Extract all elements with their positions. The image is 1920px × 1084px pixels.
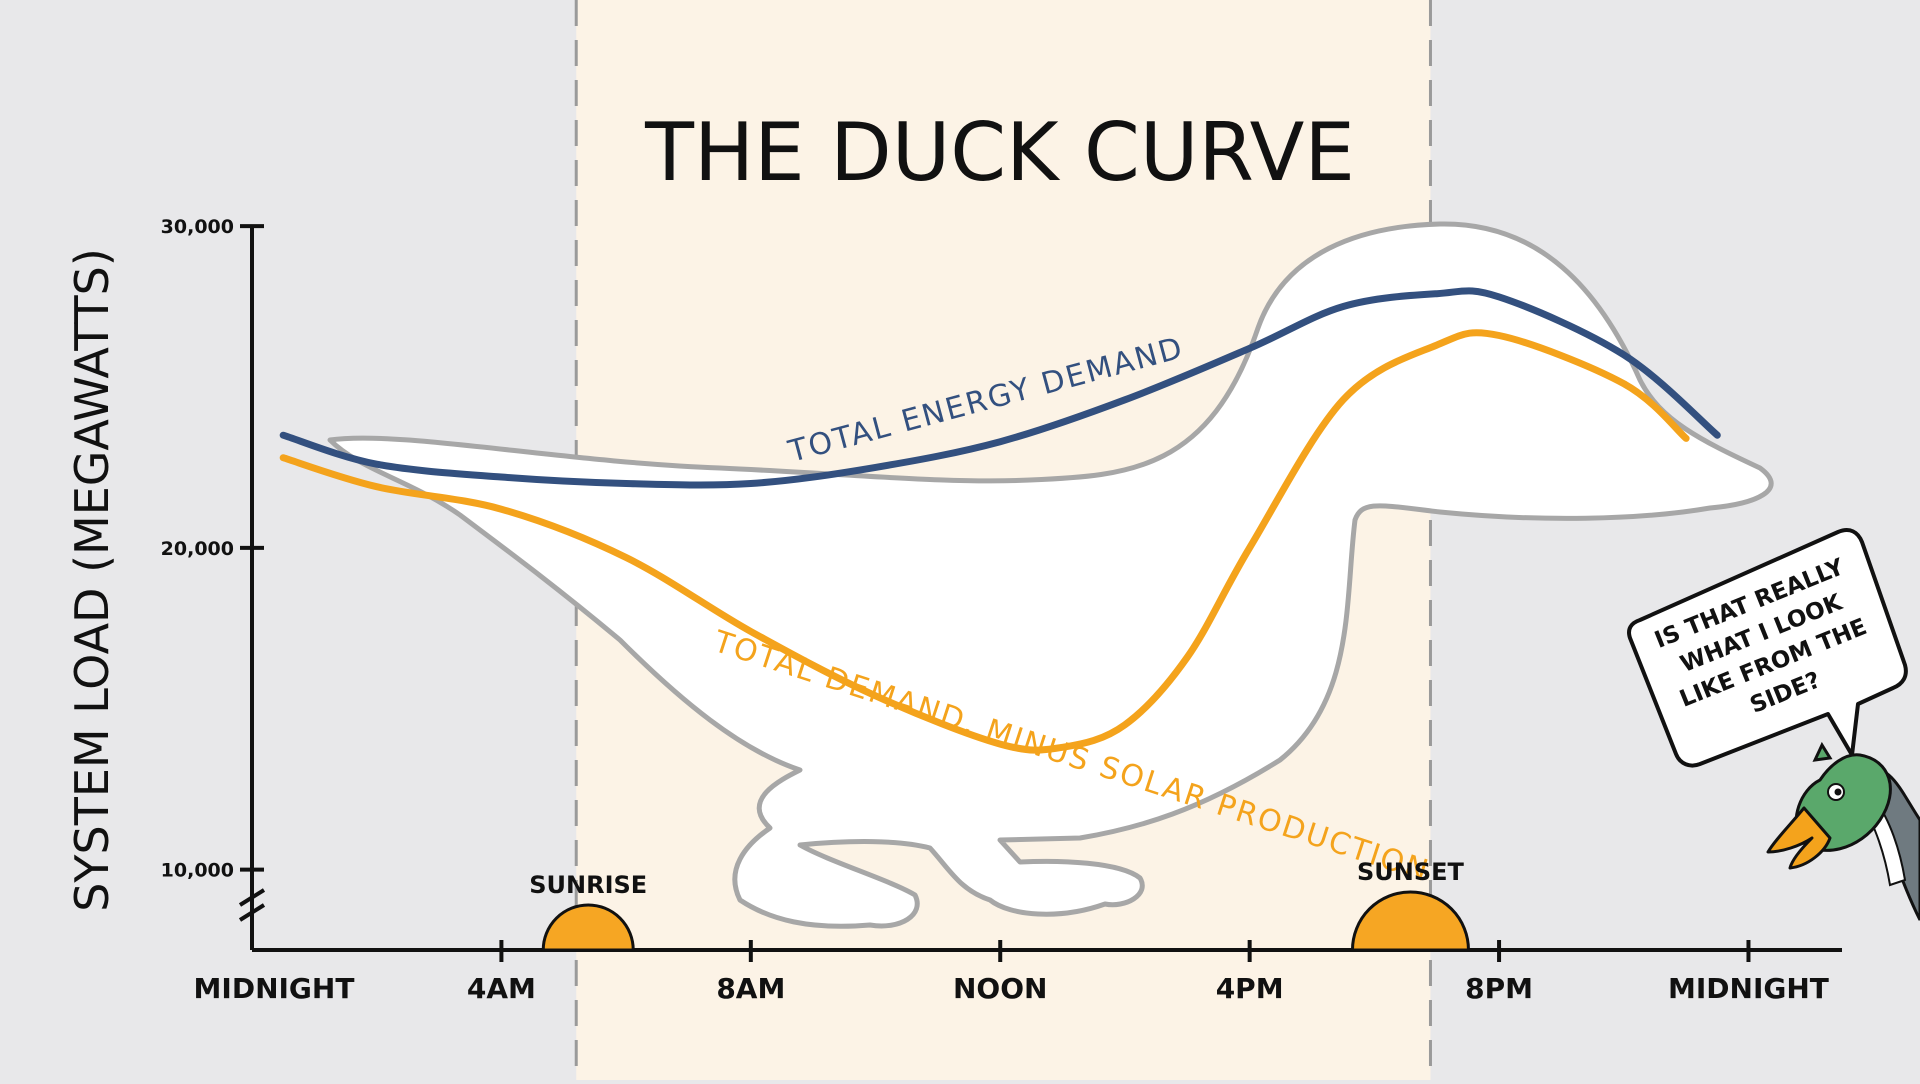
speech-bubble: IS THAT REALLY WHAT I LOOK LIKE FROM THE… (1627, 528, 1908, 768)
x-ticks: MIDNIGHT 4AM 8AM NOON 4PM 8PM MIDNIGHT (194, 940, 1829, 1005)
series-line-demand-minus-solar (279, 329, 1690, 754)
sunset-sun-icon (1350, 890, 1470, 952)
sunset-marker: SUNSET (1350, 858, 1470, 952)
sunrise-marker: SUNRISE (529, 871, 647, 952)
series-line-total-energy-demand (279, 287, 1721, 489)
x-tick-label: MIDNIGHT (194, 972, 355, 1005)
sunrise-sun-icon (541, 903, 635, 952)
x-tick-label: MIDNIGHT (1668, 972, 1829, 1005)
x-tick-label: 4AM (467, 972, 536, 1005)
x-tick-label: 8PM (1465, 972, 1533, 1005)
y-axis-title: SYSTEM LOAD (MEGAWATTS) (65, 248, 119, 912)
axis-break-mark (238, 888, 266, 922)
axes (238, 228, 1842, 952)
x-tick-label: 4PM (1216, 972, 1284, 1005)
sunset-label: SUNSET (1357, 858, 1465, 886)
x-tick-label: 8AM (716, 972, 785, 1005)
chart-title: THE DUCK CURVE (644, 106, 1355, 199)
duck-silhouette-illustration (327, 221, 1774, 929)
y-tick-label: 20,000 (161, 538, 234, 560)
y-tick-label: 10,000 (161, 860, 234, 882)
speech-bubble-shape (1627, 528, 1908, 768)
y-ticks: 30,000 20,000 10,000 (161, 216, 264, 882)
x-tick-label: NOON (953, 972, 1047, 1005)
sunrise-label: SUNRISE (529, 871, 647, 899)
y-tick-label: 30,000 (161, 216, 234, 238)
mallard-duck-icon (1766, 741, 1920, 921)
